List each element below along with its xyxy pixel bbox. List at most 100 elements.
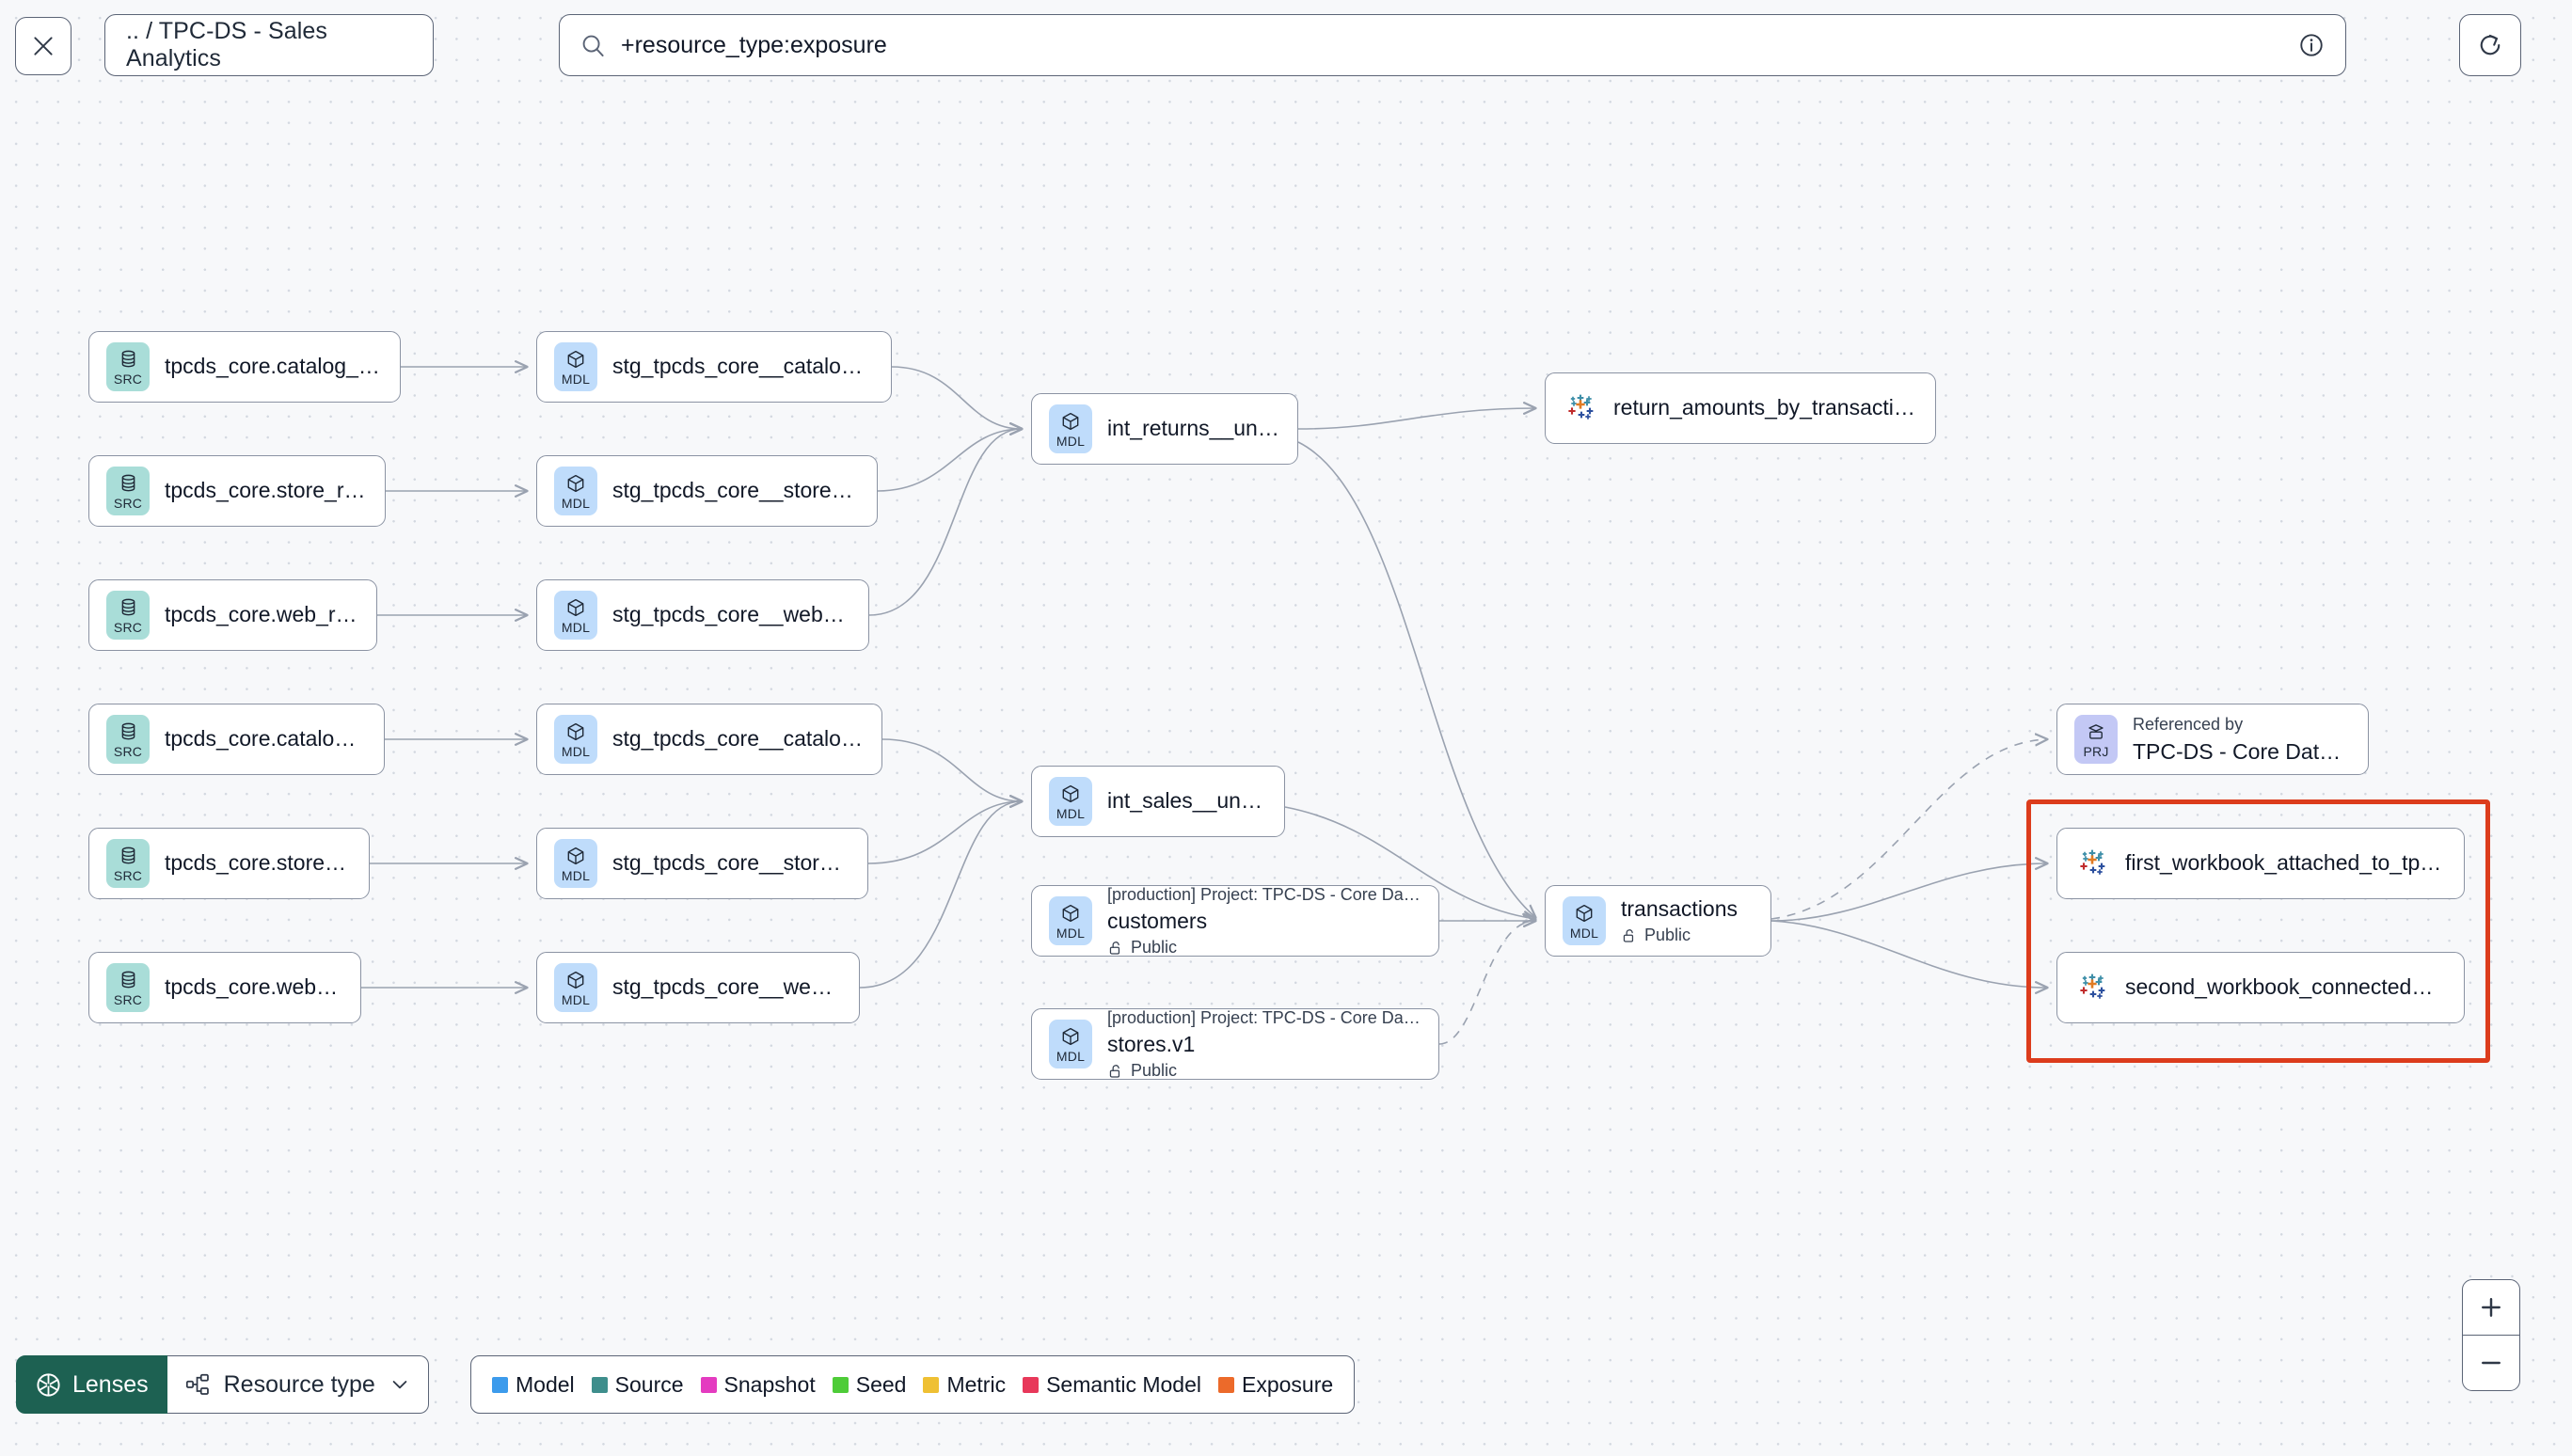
node-name: stores.v1 bbox=[1107, 1032, 1196, 1057]
node-type-badge: SRC bbox=[106, 715, 150, 764]
legend: Model Source Snapshot Seed Metric Semant… bbox=[470, 1355, 1356, 1414]
node-body: tpcds_core.store_returns bbox=[165, 478, 368, 503]
graph-node-src_catalog_sales[interactable]: SRC tpcds_core.catalog_sales bbox=[88, 704, 385, 775]
node-type-badge: MDL bbox=[1049, 404, 1092, 453]
unlock-icon bbox=[1109, 1064, 1120, 1078]
legend-item-semantic-model[interactable]: Semantic Model bbox=[1023, 1372, 1201, 1398]
graph-node-stg_catalog_sales[interactable]: MDL stg_tpcds_core__catalog_sales bbox=[536, 704, 882, 775]
cube-icon bbox=[1062, 412, 1079, 430]
legend-swatch bbox=[1023, 1376, 1040, 1393]
refresh-button[interactable] bbox=[2459, 14, 2521, 76]
unlock-icon bbox=[1109, 941, 1120, 955]
node-body: tpcds_core.web_sales bbox=[165, 974, 343, 1000]
graph-node-src_store_sales[interactable]: SRC tpcds_core.store_sales bbox=[88, 828, 370, 899]
legend-item-seed[interactable]: Seed bbox=[832, 1371, 907, 1398]
legend-label: Source bbox=[614, 1371, 684, 1397]
graph-node-transactions[interactable]: MDL transactions Public bbox=[1545, 885, 1771, 957]
database-icon bbox=[121, 971, 135, 989]
graph-node-first_workbook[interactable]: first_workbook_attached_to_tpc-ds_-_… bbox=[2056, 828, 2465, 899]
node-name: stg_tpcds_core__catalog_returns bbox=[612, 354, 874, 379]
resource-type-dropdown[interactable]: Resource type bbox=[167, 1355, 429, 1414]
node-body: tpcds_core.web_returns bbox=[165, 602, 359, 627]
node-subtitle: Referenced by bbox=[2133, 715, 2244, 735]
lenses-button[interactable]: Lenses bbox=[16, 1355, 167, 1414]
exposure-icon bbox=[2076, 972, 2108, 1004]
legend-item-metric[interactable]: Metric bbox=[923, 1372, 1006, 1398]
node-body: int_returns__unioned bbox=[1107, 416, 1280, 441]
node-body: stg_tpcds_core__catalog_returns bbox=[612, 354, 874, 379]
node-visibility-label: Public bbox=[1131, 938, 1178, 957]
graph-node-src_catalog_returns[interactable]: SRC tpcds_core.catalog_returns bbox=[88, 331, 401, 403]
node-visibility-label: Public bbox=[1644, 926, 1691, 945]
refresh-icon bbox=[2480, 34, 2501, 55]
legend-label: Semantic Model bbox=[1046, 1371, 1201, 1397]
node-type-label: MDL bbox=[561, 495, 591, 511]
legend-label: Seed bbox=[855, 1371, 907, 1397]
legend-swatch bbox=[832, 1376, 849, 1393]
search-input[interactable] bbox=[621, 31, 2287, 59]
graph-node-src_web_returns[interactable]: SRC tpcds_core.web_returns bbox=[88, 579, 377, 651]
graph-node-stores_v1[interactable]: MDL [production] Project: TPC-DS - Core … bbox=[1031, 1008, 1439, 1080]
graph-node-stg_store_returns[interactable]: MDL stg_tpcds_core__store_returns bbox=[536, 455, 878, 527]
graph-node-int_sales_unioned[interactable]: MDL int_sales__unioned bbox=[1031, 766, 1285, 837]
graph-node-stg_catalog_returns[interactable]: MDL stg_tpcds_core__catalog_returns bbox=[536, 331, 892, 403]
node-type-badge: MDL bbox=[554, 467, 597, 515]
tableau-workbook-icon bbox=[1568, 394, 1594, 419]
node-type-label: MDL bbox=[561, 371, 591, 387]
node-type-badge: SRC bbox=[106, 342, 150, 391]
legend-item-exposure[interactable]: Exposure bbox=[1218, 1372, 1333, 1398]
plus-icon bbox=[2482, 1298, 2501, 1317]
database-icon bbox=[121, 598, 135, 616]
node-type-label: SRC bbox=[113, 371, 143, 387]
breadcrumb-label: .. / TPC-DS - Sales Analytics bbox=[126, 18, 327, 71]
node-visibility: Public bbox=[1107, 1061, 1421, 1081]
node-visibility: Public bbox=[1107, 938, 1421, 957]
graph-node-return_amounts[interactable]: return_amounts_by_transaction_type bbox=[1545, 372, 1936, 444]
hierarchy-icon bbox=[185, 1373, 209, 1395]
legend-item-snapshot[interactable]: Snapshot bbox=[700, 1372, 816, 1398]
legend-item-source[interactable]: Source bbox=[591, 1371, 684, 1398]
graph-node-int_returns_unioned[interactable]: MDL int_returns__unioned bbox=[1031, 393, 1298, 465]
unlock-icon bbox=[1623, 928, 1634, 942]
graph-node-stg_web_sales[interactable]: MDL stg_tpcds_core__web_sales bbox=[536, 952, 860, 1023]
graph-node-src_store_returns[interactable]: SRC tpcds_core.store_returns bbox=[88, 455, 386, 527]
zoom-in-button[interactable] bbox=[2463, 1280, 2519, 1336]
close-button[interactable] bbox=[15, 17, 71, 75]
node-type-label: SRC bbox=[113, 867, 143, 883]
cube-icon bbox=[1062, 904, 1079, 922]
node-type-badge: MDL bbox=[554, 839, 597, 888]
legend-label: Exposure bbox=[1242, 1371, 1334, 1397]
cube-icon bbox=[1062, 784, 1079, 802]
graph-node-customers[interactable]: MDL [production] Project: TPC-DS - Core … bbox=[1031, 885, 1439, 957]
breadcrumb[interactable]: .. / TPC-DS - Sales Analytics bbox=[104, 14, 434, 76]
node-type-badge: SRC bbox=[106, 839, 150, 888]
legend-item-model[interactable]: Model bbox=[492, 1372, 575, 1398]
node-name: return_amounts_by_transaction_type bbox=[1613, 395, 1916, 420]
zoom-out-button[interactable] bbox=[2463, 1336, 2519, 1390]
cube-icon bbox=[1062, 1027, 1079, 1045]
lenses-control-group: Lenses Resource type bbox=[16, 1355, 429, 1414]
legend-swatch bbox=[700, 1376, 717, 1393]
graph-node-stg_store_sales[interactable]: MDL stg_tpcds_core__store_sales bbox=[536, 828, 868, 899]
node-type-badge: SRC bbox=[106, 963, 150, 1012]
project-stack-icon bbox=[2088, 723, 2104, 739]
graph-node-stg_web_returns[interactable]: MDL stg_tpcds_core__web_returns bbox=[536, 579, 869, 651]
graph-node-second_workbook[interactable]: second_workbook_connected_to_live… bbox=[2056, 952, 2465, 1023]
node-type-badge: MDL bbox=[554, 963, 597, 1012]
graph-node-src_web_sales[interactable]: SRC tpcds_core.web_sales bbox=[88, 952, 361, 1023]
legend-swatch bbox=[923, 1376, 940, 1393]
node-body: stg_tpcds_core__web_sales bbox=[612, 974, 842, 1000]
node-type-badge: MDL bbox=[1049, 777, 1092, 826]
node-type-badge: MDL bbox=[554, 715, 597, 764]
info-icon[interactable] bbox=[2298, 32, 2325, 58]
cube-icon bbox=[567, 847, 584, 864]
search-field[interactable] bbox=[559, 14, 2346, 76]
node-name: tpcds_core.store_returns bbox=[165, 478, 368, 503]
node-name: tpcds_core.web_returns bbox=[165, 602, 359, 627]
node-name: stg_tpcds_core__store_returns bbox=[612, 478, 860, 503]
database-icon bbox=[121, 474, 135, 492]
